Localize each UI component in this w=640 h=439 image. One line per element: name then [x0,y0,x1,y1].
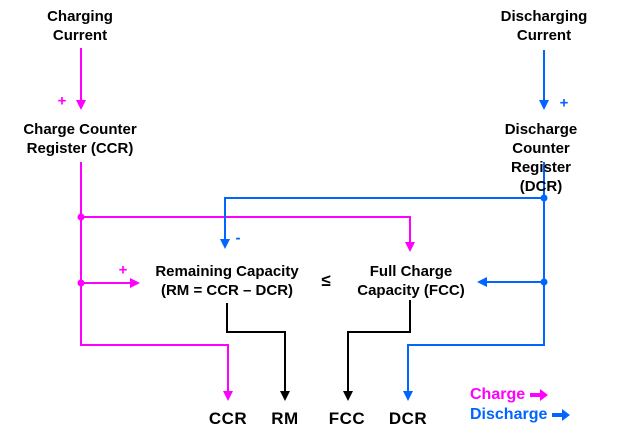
charge-counter-register-label: Charge Counter Register (CCR) [23,121,137,157]
fcc-to-fcc-output-line [343,300,411,401]
full-charge-capacity-label: Full Charge Capacity (FCC) [357,263,465,299]
discharging-plus-sign: + [559,94,569,112]
legend-discharge-label: Discharge [470,406,548,423]
rm-output-label: RM [271,409,299,428]
charging-plus-sign: + [57,92,67,110]
less-than-or-equal-symbol: ≤ [321,271,331,290]
discharge-junction-dot-upper [540,194,548,202]
right-arrow-icon [552,409,571,421]
discharging-current-label: Discharging Current [500,8,588,44]
charge-junction-dot-lower [77,279,85,287]
fcc-output-label: FCC [328,409,366,428]
remaining-plus-sign: + [118,261,128,279]
ccr-to-ccr-output-line [80,162,233,401]
ccr-to-fcc-line [81,216,415,252]
charging-current-label: Charging Current [47,8,113,44]
right-arrow-icon [530,389,549,401]
legend-discharge-row: Discharge [470,405,571,425]
discharge-minus-sign: - [235,229,241,247]
dcr-output-label: DCR [388,409,428,428]
remaining-capacity-to-rm-output-line [226,303,290,401]
dcr-to-dcr-output-line [403,162,545,401]
ccr-output-label: CCR [208,409,248,428]
dcr-to-remaining-capacity-line [220,197,544,249]
legend-charge-label: Charge [470,386,526,403]
discharge-counter-register-label: Discharge Counter Register (DCR) [504,121,578,195]
legend-charge-row: Charge [470,385,571,405]
charge-junction-dot-upper [77,213,85,221]
legend: Charge Discharge [470,385,571,425]
remaining-capacity-label: Remaining Capacity (RM = CCR – DCR) [155,263,299,299]
discharge-junction-dot-lower [540,278,548,286]
